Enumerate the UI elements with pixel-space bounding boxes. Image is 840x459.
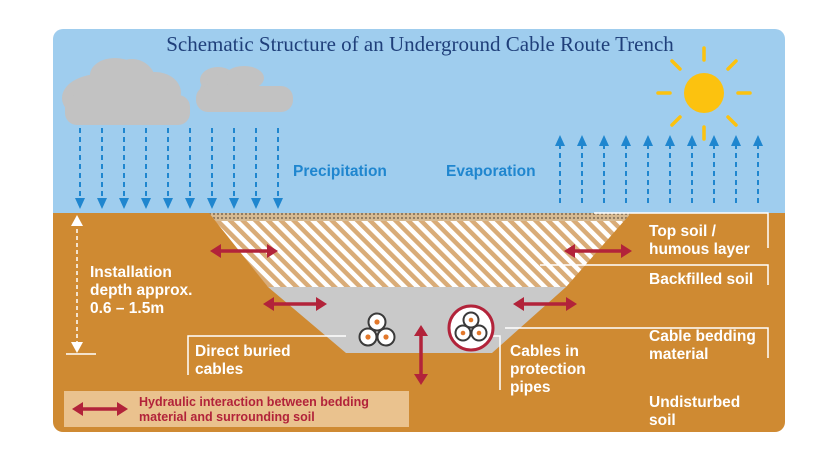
evaporation-arrow (687, 135, 697, 207)
cables-in-pipes-label-line2: protection (510, 361, 586, 378)
depth-label-line3: 0.6 – 1.5m (90, 300, 164, 317)
direct-buried-label-line1: Direct buried (195, 343, 291, 360)
backfilled-soil-layer (209, 213, 631, 287)
legend-arrow-icon (72, 402, 128, 416)
rain-arrow (75, 128, 85, 209)
rain-arrow (119, 128, 129, 209)
cable-bedding-label-line1: Cable bedding (649, 328, 756, 345)
cables-in-pipes-label-line3: pipes (510, 379, 550, 396)
evaporation-label: Evaporation (446, 163, 536, 180)
hydraulic-interaction-arrows (210, 244, 632, 385)
top-soil-label-line1: Top soil / (649, 223, 717, 240)
precipitation-arrows (75, 128, 283, 209)
evaporation-arrow (555, 135, 565, 207)
double-arrow (210, 244, 278, 258)
evaporation-arrow (731, 135, 741, 207)
depth-label-line2: depth approx. (90, 282, 192, 299)
backfilled-soil-label: Backfilled soil (649, 271, 753, 288)
cloud-icon (62, 58, 190, 125)
sun-icon (656, 46, 752, 141)
evaporation-arrow (621, 135, 631, 207)
double-arrow (263, 297, 327, 311)
double-arrow (513, 297, 577, 311)
evaporation-arrow (599, 135, 609, 207)
diagram-title: Schematic Structure of an Underground Ca… (166, 32, 674, 56)
cable-bundle-icon (358, 312, 396, 347)
undisturbed-soil-label-line1: Undisturbed (649, 394, 740, 411)
cloud-icon (196, 66, 293, 112)
cable-bedding-label-line2: material (649, 346, 708, 363)
depth-label-line1: Installation (90, 264, 172, 281)
cables-in-pipes-label-line1: Cables in (510, 343, 579, 360)
rain-arrow (185, 128, 195, 209)
protection-pipe-icon (447, 304, 495, 352)
top-soil-layer (209, 213, 631, 221)
rain-arrow (141, 128, 151, 209)
legend-text-line2: material and surrounding soil (139, 410, 315, 424)
depth-indicator (66, 215, 96, 355)
rain-arrow (251, 128, 261, 209)
direct-buried-label-line2: cables (195, 361, 243, 378)
rain-arrow (163, 128, 173, 209)
evaporation-arrow (709, 135, 719, 207)
evaporation-arrow (643, 135, 653, 207)
rain-arrow (97, 128, 107, 209)
evaporation-arrow (577, 135, 587, 207)
evaporation-arrow (665, 135, 675, 207)
evaporation-arrow (753, 135, 763, 207)
double-arrow (564, 244, 632, 258)
undisturbed-soil-label-line2: soil (649, 412, 676, 429)
rain-arrow (207, 128, 217, 209)
evaporation-arrows (555, 135, 763, 207)
leader-lines (187, 212, 769, 390)
top-soil-label-line2: humous layer (649, 241, 750, 258)
precipitation-label: Precipitation (293, 163, 387, 180)
rain-arrow (229, 128, 239, 209)
rain-arrow (273, 128, 283, 209)
double-arrow (414, 325, 428, 385)
legend-text-line1: Hydraulic interaction between bedding (139, 395, 369, 409)
double-arrow (72, 402, 128, 416)
